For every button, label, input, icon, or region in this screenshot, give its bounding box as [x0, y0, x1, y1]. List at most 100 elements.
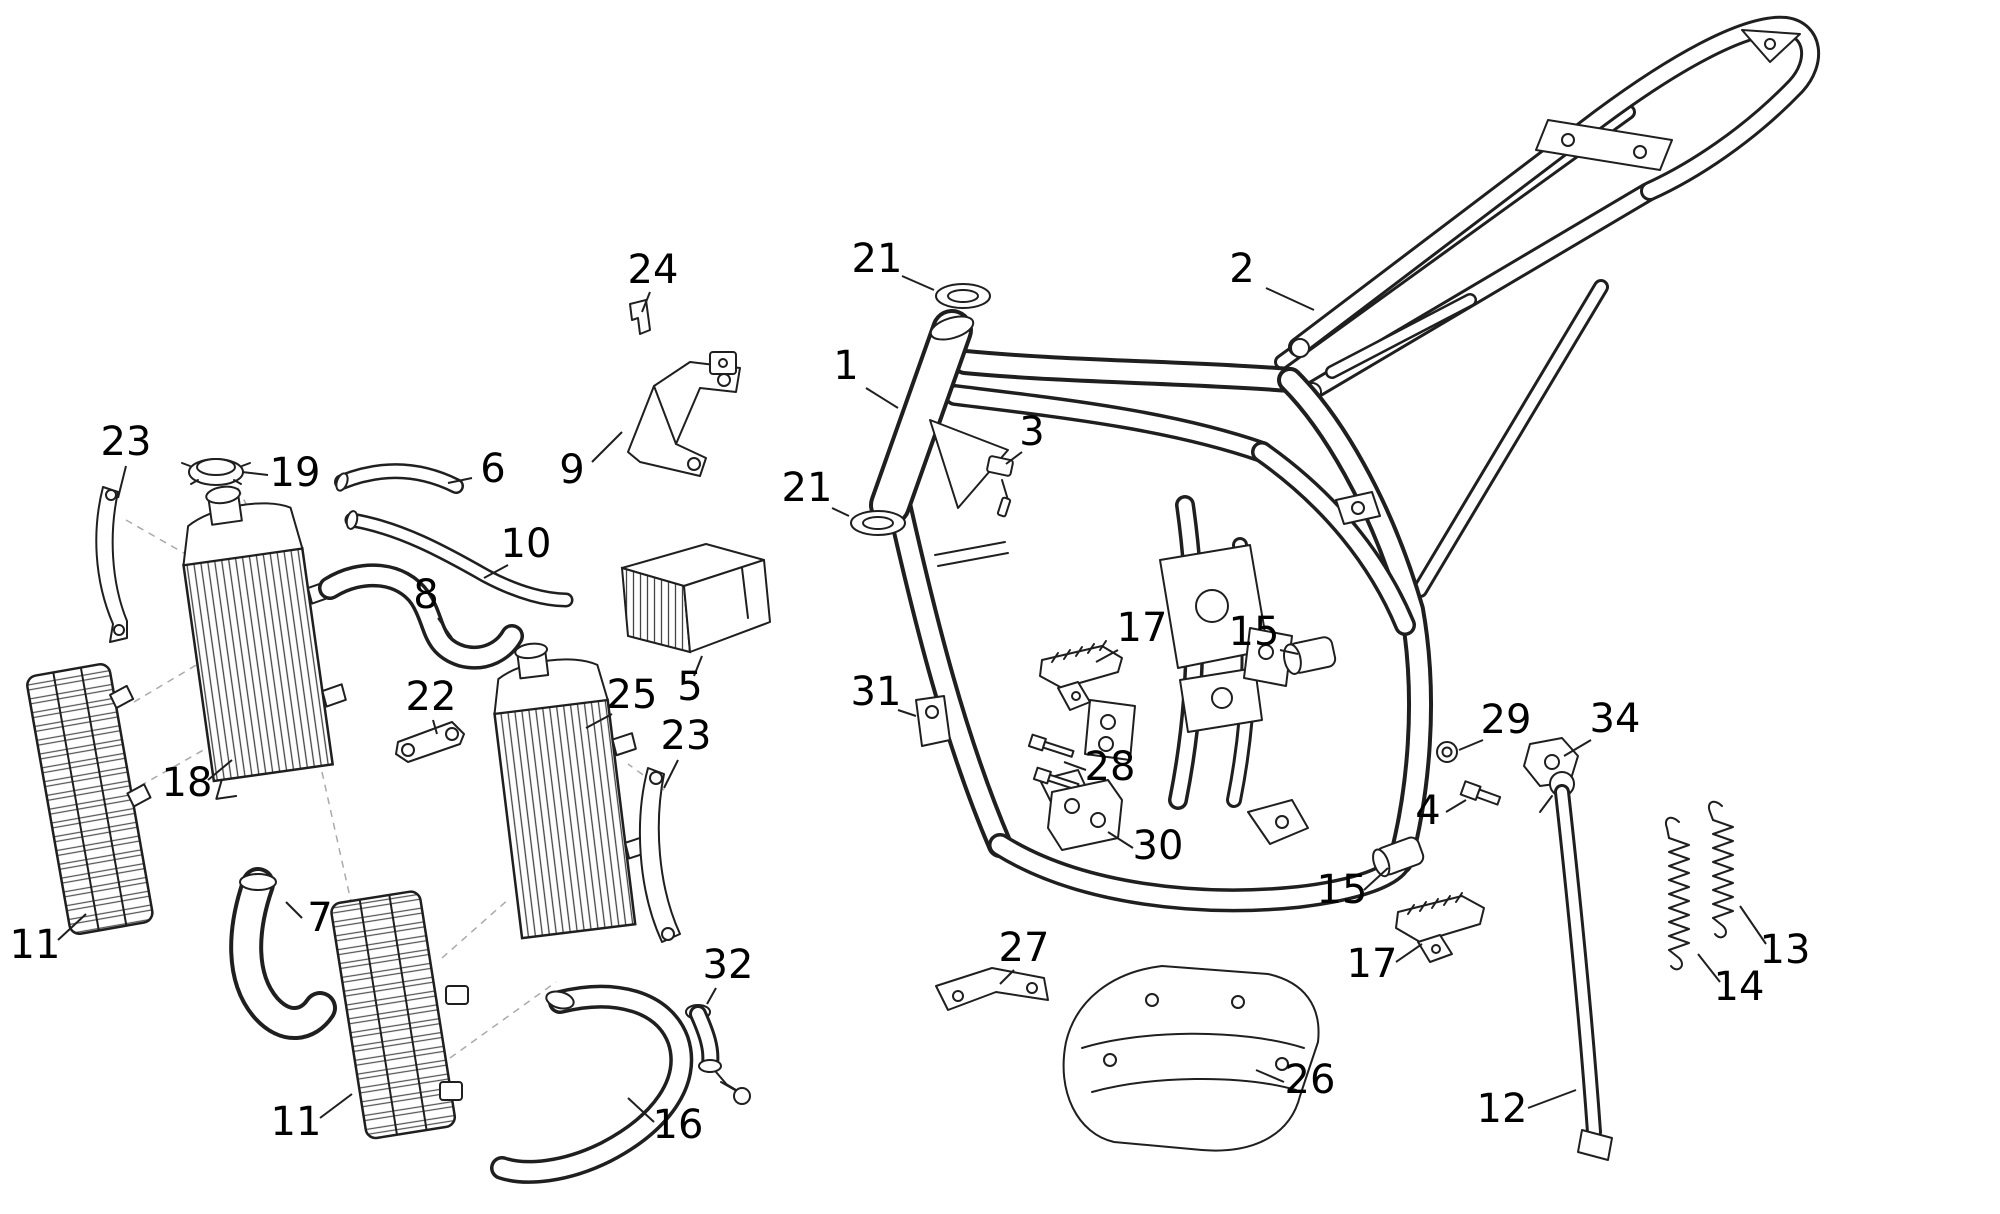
leader-line-34	[1563, 739, 1592, 757]
leader-line-31	[897, 709, 917, 717]
stand-spring-13	[1708, 800, 1734, 939]
leader-line-17	[1395, 943, 1423, 963]
part-callout-14: 14	[1714, 964, 1765, 1010]
bushing-upper	[1283, 636, 1337, 675]
part-callout-6: 6	[480, 446, 505, 492]
part-callout-30: 30	[1133, 823, 1184, 869]
leader-line-2	[1265, 287, 1315, 311]
leader-line-29	[1458, 739, 1484, 751]
part-callout-24: 24	[628, 247, 679, 293]
footpeg-left	[1039, 640, 1123, 711]
bracket-31	[915, 695, 951, 747]
duct-5	[620, 351, 771, 654]
part-callout-12: 12	[1477, 1086, 1528, 1132]
leader-line-24	[641, 291, 651, 313]
leader-line-32	[706, 987, 717, 1005]
footpeg-right	[1395, 892, 1485, 963]
leader-line-30	[1107, 831, 1134, 849]
leader-line-6	[447, 477, 473, 484]
leader-line-9	[591, 431, 623, 463]
head-seal-lower	[850, 510, 906, 536]
part-callout-21: 21	[782, 465, 833, 511]
leader-line-25	[585, 713, 613, 729]
part-callout-27: 27	[999, 925, 1050, 971]
clip-24	[629, 299, 651, 335]
part-callout-26: 26	[1285, 1057, 1336, 1103]
hose-10	[344, 510, 574, 608]
leader-line-28	[1063, 761, 1087, 771]
main-frame	[869, 309, 1434, 913]
leader-line-15	[1363, 867, 1389, 891]
part-callout-4: 4	[1415, 788, 1440, 834]
hose-7	[229, 867, 337, 1040]
leader-line-26	[1255, 1069, 1285, 1083]
radiator-louver-bottom	[330, 890, 457, 1140]
part-callout-1: 1	[833, 343, 858, 389]
water-fitting-32	[685, 1004, 751, 1105]
bolt-4	[1459, 780, 1502, 806]
bushing-lower	[1372, 836, 1425, 878]
radiator-left-18	[182, 485, 347, 800]
part-callout-31: 31	[851, 669, 902, 715]
part-callout-17: 17	[1347, 941, 1398, 987]
part-callout-21: 21	[852, 236, 903, 282]
hose-16	[490, 984, 694, 1184]
part-callout-23: 23	[661, 713, 712, 759]
bolts-28	[1027, 733, 1080, 791]
louver-clips	[439, 985, 469, 1101]
leader-line-3	[1005, 451, 1023, 465]
hose-6	[334, 463, 464, 494]
bracket-22	[395, 721, 465, 763]
leader-line-7	[285, 901, 303, 919]
part-3-stop	[986, 455, 1014, 518]
part-callout-23: 23	[101, 419, 152, 465]
part-callout-22: 22	[406, 674, 457, 720]
radiator-cap-19	[181, 458, 251, 486]
part-callout-15: 15	[1229, 609, 1280, 655]
rear-subframe	[1274, 15, 1821, 598]
bracket-23-topleft	[95, 486, 128, 643]
bracket-23-right	[638, 767, 681, 943]
leader-line-10	[483, 564, 509, 579]
part-callout-3: 3	[1019, 409, 1044, 455]
part-callout-10: 10	[501, 521, 552, 567]
part-callout-19: 19	[270, 450, 321, 496]
part-callout-13: 13	[1760, 927, 1811, 973]
leader-line-16	[627, 1097, 655, 1123]
leader-line-14	[1697, 953, 1721, 983]
leader-line-22	[432, 719, 438, 735]
leader-line-11	[319, 1093, 353, 1119]
part-callout-8: 8	[413, 572, 438, 618]
part-callout-25: 25	[607, 672, 658, 718]
part-callout-32: 32	[703, 942, 754, 988]
leader-line-15	[1279, 649, 1299, 655]
leader-line-11	[57, 913, 87, 941]
side-stand	[1539, 771, 1613, 1161]
leader-line-1	[865, 387, 899, 409]
bracket-27	[935, 967, 1049, 1011]
radiator-louver-left	[26, 663, 154, 935]
leader-line-21	[901, 275, 935, 291]
hose-8	[318, 563, 524, 670]
leader-line-23	[117, 465, 127, 499]
part-callout-29: 29	[1481, 697, 1532, 743]
leader-line-27	[999, 969, 1015, 985]
part-callout-16: 16	[653, 1102, 704, 1148]
part-callout-11: 11	[10, 922, 61, 968]
head-seal-upper	[935, 283, 991, 309]
part-callout-5: 5	[677, 664, 702, 710]
part-callout-9: 9	[559, 447, 584, 493]
leader-line-13	[1739, 905, 1767, 945]
part-callout-17: 17	[1117, 605, 1168, 651]
leader-line-4	[1445, 799, 1467, 813]
leader-line-18	[207, 759, 233, 781]
part-callout-15: 15	[1317, 867, 1368, 913]
leader-line-5	[693, 655, 703, 677]
part-callout-11: 11	[271, 1099, 322, 1145]
part-callout-28: 28	[1085, 744, 1136, 790]
leader-lines	[57, 275, 1767, 1123]
leader-line-19	[241, 471, 269, 476]
